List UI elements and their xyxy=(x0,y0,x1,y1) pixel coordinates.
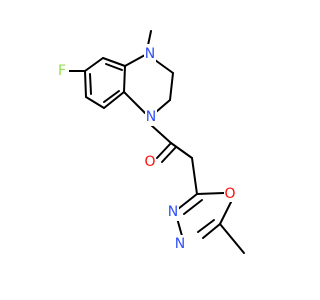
bond-c7-c6-inner xyxy=(89,73,92,95)
bond-n1-c8a xyxy=(123,91,146,114)
bond-carbonyl-ch2 xyxy=(170,142,193,159)
molecule-structure: F N N O O N N xyxy=(57,30,245,254)
bond-c5-c4a xyxy=(102,57,126,67)
nitrogen-label-4: N xyxy=(145,46,155,62)
bond-ring-c5-n4 xyxy=(202,223,221,239)
bonds xyxy=(65,30,245,254)
bond-c8a-c8-inner xyxy=(103,90,120,103)
bond-c8-c7 xyxy=(85,96,105,109)
bond-c4a-c8a xyxy=(123,65,126,93)
bond-n4-c3 xyxy=(154,59,174,74)
nitrogen-label-ring-3: N xyxy=(168,204,178,220)
bond-ring-n3-c2 xyxy=(177,193,198,210)
bond-ch2-ring xyxy=(191,157,198,195)
oxygen-label-ring: O xyxy=(224,186,235,202)
atom-labels: F N N O O N N xyxy=(57,44,236,253)
bond-c3-c2 xyxy=(169,72,174,101)
bond-n1-carbonyl xyxy=(150,124,172,144)
bond-carbonyl-o xyxy=(156,142,172,159)
bond-c8a-c8 xyxy=(103,91,125,109)
fluorine-label: F xyxy=(58,63,66,79)
bond-c5-c4a-inner xyxy=(105,63,123,71)
nitrogen-label-ring-4: N xyxy=(175,236,185,252)
bond-carbonyl-o-double xyxy=(161,146,177,163)
bond-c6-c5 xyxy=(84,57,104,72)
bond-ring-c2-o xyxy=(196,192,225,195)
bond-c4a-n4 xyxy=(124,54,146,67)
bond-ring-n3-c2-double xyxy=(183,199,203,215)
nitrogen-label-1: N xyxy=(146,109,156,125)
bond-ring-methyl xyxy=(219,223,245,254)
bond-ring-c5-n4-double xyxy=(197,219,215,233)
bond-c7-c6 xyxy=(84,70,87,98)
oxygen-label-carbonyl: O xyxy=(144,154,155,170)
bond-c2-n1 xyxy=(155,99,171,113)
bond-ring-o-c5 xyxy=(219,199,233,225)
